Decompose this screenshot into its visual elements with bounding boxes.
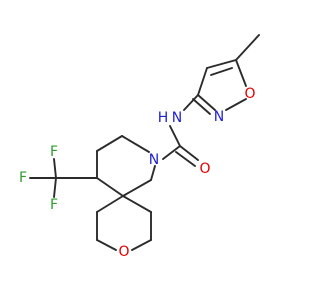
carbonyl-oxygen-label: O	[199, 161, 210, 177]
bond-c3-c4	[197, 67, 208, 96]
bond-carbonyl-n	[162, 145, 181, 160]
bond-c5r-spiro	[96, 177, 124, 197]
bond-c1r-n	[150, 165, 156, 181]
bond-cf3-f3	[53, 177, 57, 198]
bond-c4-c5	[206, 59, 237, 69]
bond-spiro-c6	[96, 195, 124, 213]
bond-c7-o	[96, 239, 117, 251]
molecule-drawing: F F F N H O N O N O	[19, 34, 260, 260]
bond-c10-spiro	[122, 195, 152, 213]
fluorine-label: F	[50, 144, 58, 160]
bond-c5-o	[235, 59, 247, 87]
structure-canvas: F F F N H O N O N O	[19, 34, 260, 260]
bond-n-c3-double	[192, 98, 211, 115]
amide-nitrogen-label: N	[172, 110, 182, 126]
amide-hydrogen-label: H	[158, 110, 169, 126]
bond-co-b	[175, 151, 196, 167]
isoxazole-oxygen-label: O	[244, 86, 255, 102]
bond-n-c3r	[121, 135, 150, 153]
ring-nitrogen-label: N	[149, 152, 159, 168]
bond-nh-carbonyl	[169, 125, 181, 147]
bond-n-c3	[197, 94, 216, 111]
fluorine-label: F	[19, 170, 27, 186]
bond-methyl	[235, 34, 260, 61]
fluorine-label: F	[50, 197, 58, 213]
bond-lines	[29, 34, 260, 251]
bond-cf3-f1	[53, 158, 57, 179]
oxane-oxygen-label: O	[118, 244, 129, 260]
atom-labels: F F F N H O N O N O	[19, 86, 256, 260]
bond-c3-nh	[183, 94, 199, 111]
bond-o-c9	[131, 239, 152, 251]
bond-c3r-c4r	[96, 135, 123, 152]
isoxazole-nitrogen-label: N	[214, 109, 224, 125]
bond-co-a	[179, 145, 199, 161]
bond-o-n	[225, 98, 247, 111]
bond-spiro-c1r	[122, 179, 152, 197]
bond-c4-c5-double	[210, 67, 233, 76]
